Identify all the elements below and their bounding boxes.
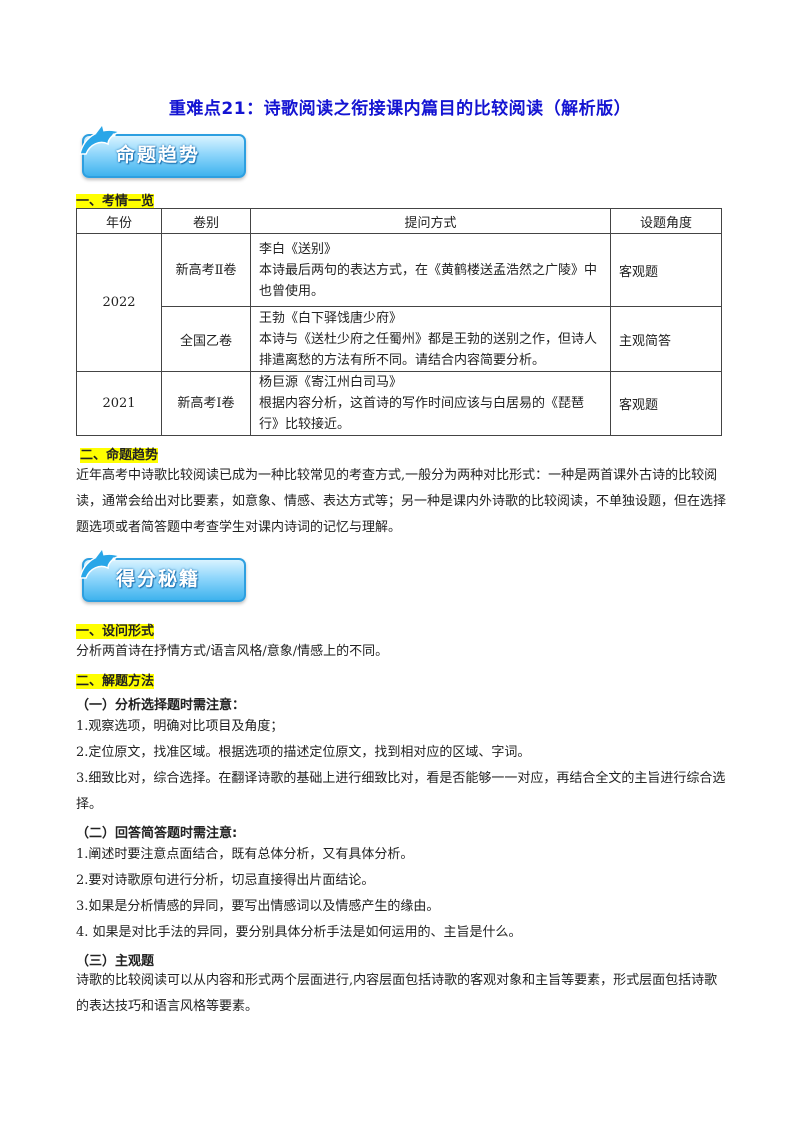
list-item: 4. 如果是对比手法的异同，要分别具体分析手法是如何运用的、主旨是什么。 xyxy=(76,925,522,940)
question-cell: 杨巨源《寄江州白司马》 根据内容分析，这首诗的写作时间应该与白居易的《琵琶行》比… xyxy=(250,371,611,436)
paper-cell: 新高考Ⅱ卷 xyxy=(161,233,251,307)
exam-table: 年份 卷别 提问方式 设题角度 2022 新高考Ⅱ卷 李白《送别》 本诗最后两句… xyxy=(76,208,722,436)
banner-label: 命题趋势 xyxy=(116,144,201,166)
list-item: 3.细致比对，综合选择。在翻译诗歌的基础上进行细致比对，看是否能够一一对应，再结… xyxy=(76,771,726,812)
angle-cell: 客观题 xyxy=(610,371,722,436)
section-banner-tips: 得分秘籍 xyxy=(74,548,246,602)
question-form-text: 分析两首诗在抒情方式/语言风格/意象/情感上的不同。 xyxy=(76,644,389,659)
list-item: 2.定位原文，找准区域。根据选项的描述定位原文，找到相对应的区域、字词。 xyxy=(76,745,531,760)
table-header: 提问方式 xyxy=(250,208,611,234)
list-item: 2.要对诗歌原句进行分析，切忌直接得出片面结论。 xyxy=(76,873,375,888)
angle-cell: 客观题 xyxy=(610,233,722,307)
list-item: 1.阐述时要注意点面结合，既有总体分析，又有具体分析。 xyxy=(76,847,414,862)
year-cell: 2021 xyxy=(76,371,162,436)
question-text: 根据内容分析，这首诗的写作时间应该与白居易的《琵琶行》比较接近。 xyxy=(259,396,585,432)
table-row: 全国乙卷 王勃《白下驿饯唐少府》 本诗与《送杜少府之任蜀州》都是王勃的送别之作，… xyxy=(77,306,722,372)
trend-paragraph: 近年高考中诗歌比较阅读已成为一种比较常见的考查方式,一般分为两种对比形式：一种是… xyxy=(76,468,727,535)
subheading: （一）分析选择题时需注意： xyxy=(76,698,246,713)
subjective-paragraph: 诗歌的比较阅读可以从内容和形式两个层面进行,内容层面包括诗歌的客观对象和主旨等要… xyxy=(76,973,718,1014)
section-heading: 二、解题方法 xyxy=(76,674,155,689)
section-heading: 一、设问形式 xyxy=(76,624,155,639)
table-header-row: 年份 卷别 提问方式 设题角度 xyxy=(76,208,722,234)
subheading: （三）主观题 xyxy=(76,954,155,969)
table-header: 设题角度 xyxy=(610,208,722,234)
question-cell: 李白《送别》 本诗最后两句的表达方式，在《黄鹤楼送孟浩然之广陵》中也曾使用。 xyxy=(250,233,611,307)
question-text: 本诗与《送杜少府之任蜀州》都是王勃的送别之作，但诗人排遣离愁的方法有所不同。请结… xyxy=(259,331,598,368)
table-header: 年份 xyxy=(76,208,162,234)
angle-cell: 主观简答 xyxy=(610,306,722,372)
question-cell: 王勃《白下驿饯唐少府》 本诗与《送杜少府之任蜀州》都是王勃的送别之作，但诗人排遣… xyxy=(250,306,611,372)
dolphin-icon xyxy=(79,550,123,579)
poem-title: 李白《送别》 xyxy=(259,241,338,257)
year-cell: 2022 xyxy=(76,233,162,372)
table-header: 卷别 xyxy=(161,208,251,234)
table-row: 2022 新高考Ⅱ卷 李白《送别》 本诗最后两句的表达方式，在《黄鹤楼送孟浩然之… xyxy=(76,233,722,372)
page-title: 重难点21：诗歌阅读之衔接课内篇目的比较阅读（解析版） xyxy=(168,99,632,119)
paper-cell: 全国乙卷 xyxy=(161,306,251,372)
table-row: 2021 新高考Ⅰ卷 杨巨源《寄江州白司马》 根据内容分析，这首诗的写作时间应该… xyxy=(76,371,722,436)
dolphin-icon xyxy=(79,126,123,155)
banner-label: 得分秘籍 xyxy=(116,568,201,590)
paper-cell: 新高考Ⅰ卷 xyxy=(161,371,251,436)
section-heading: 二、命题趋势 xyxy=(80,448,159,463)
section-banner-trend: 命题趋势 xyxy=(74,124,246,178)
poem-title: 王勃《白下驿饯唐少府》 xyxy=(259,310,403,326)
poem-title: 杨巨源《寄江州白司马》 xyxy=(259,375,403,390)
question-text: 本诗最后两句的表达方式，在《黄鹤楼送孟浩然之广陵》中也曾使用。 xyxy=(259,262,598,299)
list-item: 3.如果是分析情感的异同，要写出情感词以及情感产生的缘由。 xyxy=(76,899,440,914)
section-heading: 一、考情一览 xyxy=(76,194,155,209)
subheading: （二）回答简答题时需注意: xyxy=(76,826,238,841)
list-item: 1.观察选项，明确对比项目及角度； xyxy=(76,719,284,734)
